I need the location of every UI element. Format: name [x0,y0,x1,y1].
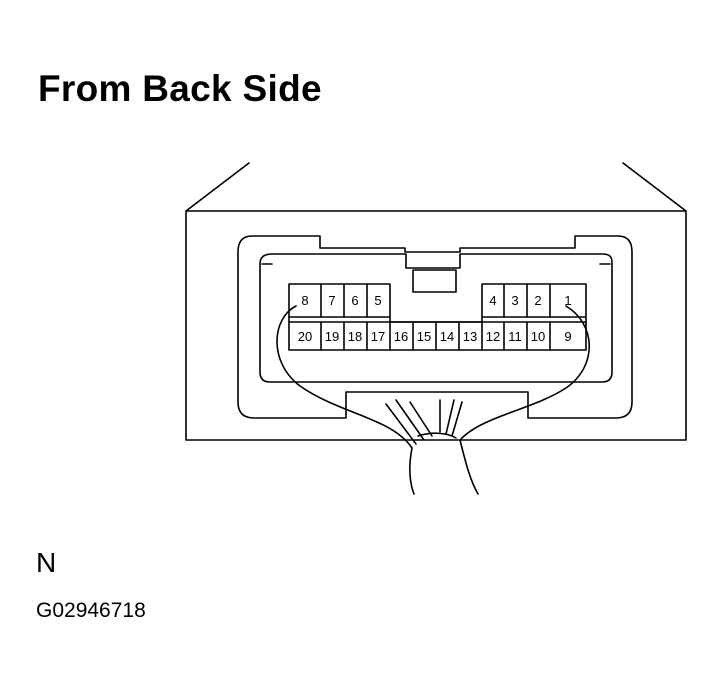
terminal-frame [288,283,587,351]
pin-label: 4 [489,293,496,308]
pin-labels-bottom: 20 19 18 17 16 15 14 13 12 11 10 9 [298,329,572,344]
connector-housing [185,162,687,441]
connector-outline [237,235,633,419]
pin-label: 2 [534,293,541,308]
pin-label: 5 [374,293,381,308]
diagram-title: From Back Side [38,68,322,109]
pin-label: 19 [325,329,339,344]
pin-label: 20 [298,329,312,344]
pin-label: 16 [394,329,408,344]
pin-label: 12 [486,329,500,344]
figure-code: G02946718 [36,599,146,622]
pin-label: 3 [511,293,518,308]
pin-label: 11 [508,329,522,344]
pin-label: 14 [440,329,454,344]
pin-label: 9 [564,329,571,344]
pin-label: 18 [348,329,362,344]
pin-label: 17 [371,329,385,344]
top-row-dividers [320,283,551,318]
pin-labels-top: 8 7 6 5 4 3 2 1 [301,293,571,308]
bottom-row-dividers [320,321,551,351]
pin-label: 13 [463,329,477,344]
pin-label: 1 [564,293,571,308]
connector-label: N [36,547,57,578]
pin-label: 15 [417,329,431,344]
pin-label: 10 [531,329,545,344]
pin-label: 8 [301,293,308,308]
wire-harness [276,305,590,495]
pin-label: 6 [351,293,358,308]
pin-label: 7 [328,293,335,308]
lock-tab [412,269,457,293]
connector-inner-outline [259,253,613,383]
